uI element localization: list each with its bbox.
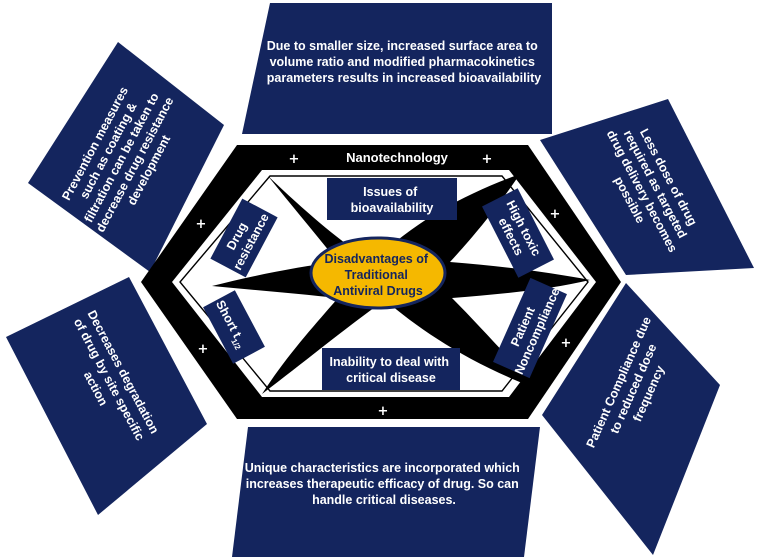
- plus-symbol: +: [198, 342, 209, 357]
- plus-symbol: +: [561, 336, 572, 351]
- box-bioavailability: [327, 178, 457, 220]
- critical-disease-text: Inability to deal with critical disease: [330, 355, 453, 385]
- plus-symbol: +: [289, 152, 300, 167]
- hexagon-inner-border: [179, 175, 589, 392]
- panel-lower-left: [6, 277, 207, 515]
- box-critical-disease: [322, 348, 460, 390]
- panel-bottom: [232, 427, 540, 557]
- bioavailability-text: Issues of bioavailability: [351, 185, 434, 215]
- center-line: Disadvantages of: [325, 252, 429, 266]
- plus-symbol: +: [550, 207, 561, 222]
- plus-symbol: +: [482, 152, 493, 167]
- box-line: Inability to deal with: [330, 355, 449, 369]
- center-text: Disadvantages of Traditional Antiviral D…: [325, 252, 432, 298]
- panel-top: [242, 3, 552, 134]
- panel-line: increases therapeutic efficacy of drug. …: [246, 477, 519, 491]
- panel-line: volume ratio and modified pharmacokineti…: [270, 55, 535, 69]
- panel-line: Due to smaller size, increased surface a…: [267, 39, 538, 53]
- top-panel-text: Due to smaller size, increased surface a…: [267, 39, 541, 85]
- box-toxic-effects: [482, 188, 554, 278]
- nanotechnology-label: Nanotechnology: [346, 150, 449, 165]
- panel-upper-left: [28, 42, 224, 272]
- panel-lower-right: [542, 283, 720, 555]
- panel-line: Unique characteristics are incorporated …: [245, 461, 520, 475]
- box-short-half-life: [203, 290, 265, 364]
- bottom-panel-text: Unique characteristics are incorporated …: [245, 461, 524, 507]
- center-line: Antiviral Drugs: [333, 284, 423, 298]
- box-line: critical disease: [346, 371, 436, 385]
- center-line: Traditional: [345, 268, 408, 282]
- panel-upper-right: [540, 99, 754, 275]
- center-ellipse: [309, 236, 447, 310]
- plus-symbol: +: [196, 217, 207, 232]
- box-line: bioavailability: [351, 201, 434, 215]
- panel-line: parameters results in increased bioavail…: [267, 71, 541, 85]
- box-line: Issues of: [363, 185, 418, 199]
- box-noncompliance: [493, 277, 567, 379]
- box-drug-resistance: [210, 198, 278, 278]
- plus-symbol: +: [378, 404, 389, 419]
- panel-line: handle critical diseases.: [312, 493, 456, 507]
